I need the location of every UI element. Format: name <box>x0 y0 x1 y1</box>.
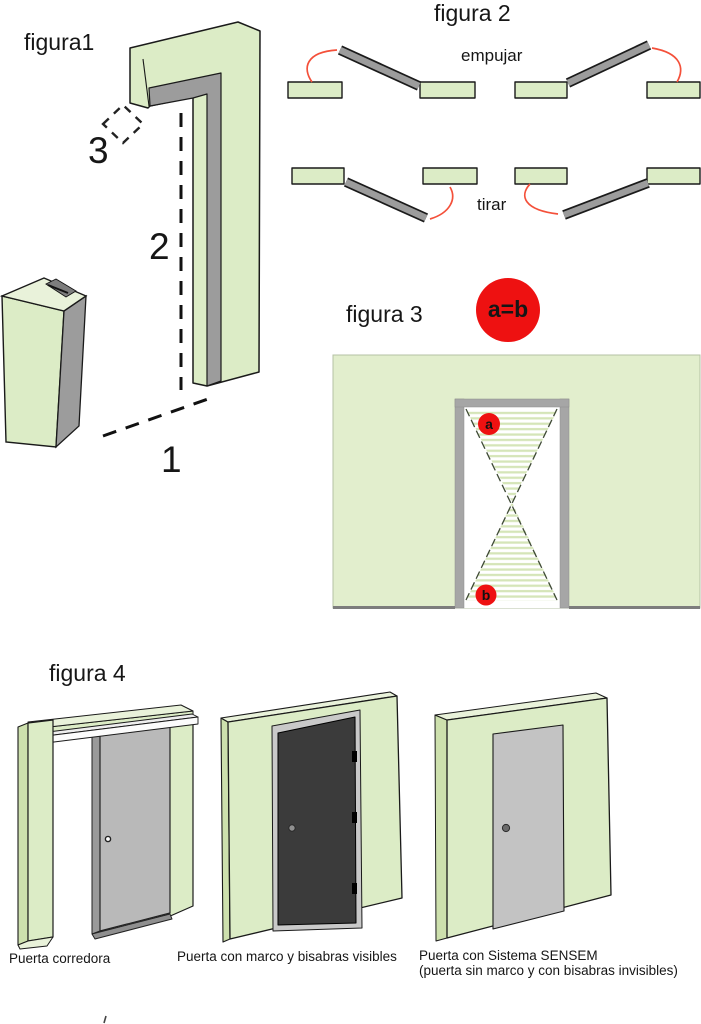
wall-segment <box>287 81 343 99</box>
wall-segment <box>291 167 345 185</box>
wall-segment <box>646 81 701 99</box>
fig3-frame-right-jamb <box>559 398 570 609</box>
fig1-callout-2: 2 <box>149 226 170 267</box>
sliding-left-post-side <box>17 722 29 946</box>
marker-a-label: a <box>485 416 493 432</box>
sensem-door-leaf <box>492 724 565 930</box>
wall-segment <box>514 81 568 99</box>
fig3-gap-diagram <box>332 278 701 609</box>
fig2-title: figura 2 <box>434 0 511 26</box>
frame-section-block <box>0 277 88 449</box>
fig1-callout-3: 3 <box>88 130 109 171</box>
frame-endface-edge <box>142 58 150 107</box>
marker-b-dot <box>475 584 497 606</box>
sliding-left-post-foot <box>17 936 54 950</box>
block-groove <box>45 278 77 298</box>
marker-b-label: b <box>481 587 491 603</box>
sliding-right-post <box>167 721 194 918</box>
fig3-frame-left-jamb <box>454 398 465 609</box>
wall-segment <box>422 167 478 185</box>
stray-mark <box>103 1015 107 1024</box>
fig2-swing-diagrams <box>287 40 701 223</box>
hinge <box>352 751 357 762</box>
block-groove-shadow <box>47 284 69 294</box>
door-leaf-pull-right <box>562 178 650 220</box>
fig3-title: figura 3 <box>346 301 423 327</box>
fig4-sensem-door <box>434 692 612 942</box>
sensem-door-handle <box>501 823 511 833</box>
sliding-door-handle <box>104 835 112 843</box>
block-top-face <box>0 277 88 312</box>
callout-3-dashed-diamond <box>101 103 145 145</box>
caption-sensem-line2: (puerta sin marco y con bisabras invisib… <box>419 963 678 978</box>
wall-segment <box>419 81 476 99</box>
sliding-door-panel <box>99 724 171 932</box>
marker-a-dot <box>478 413 500 435</box>
sliding-door-bottom <box>91 913 173 940</box>
swing-arc <box>651 47 682 83</box>
block-front-face <box>1 295 65 448</box>
framed-door-handle <box>288 824 296 832</box>
caption-sliding-door: Puerta corredora <box>9 951 111 966</box>
frame-rabbet-gray <box>148 72 222 387</box>
swing-arc <box>306 49 338 83</box>
fig1-callout-1: 1 <box>161 439 182 480</box>
hinge <box>352 883 357 894</box>
fig1-frame-illustration <box>0 21 261 449</box>
fig1-title: figura1 <box>24 29 95 55</box>
swing-arc <box>523 183 559 215</box>
caption-sensem-line1: Puerta con Sistema SENSEM <box>419 948 598 963</box>
door-leaf-pull-left <box>343 177 429 223</box>
fig2-push-label: empujar <box>461 46 523 65</box>
frame-body-green <box>129 21 261 387</box>
sliding-door-side <box>91 734 101 935</box>
equality-badge-text: a=b <box>487 296 529 322</box>
fig3-frame-head <box>454 398 570 408</box>
door-leaf-push-left <box>337 45 422 91</box>
wall-segment <box>646 167 701 185</box>
fig4-framed-door <box>220 691 403 943</box>
fig2-pull-label: tirar <box>477 195 507 214</box>
swing-arc <box>429 186 454 220</box>
fig4-sliding-door <box>17 704 199 950</box>
wall-segment <box>514 167 568 185</box>
door-leaf-push-right <box>565 40 652 88</box>
hinge <box>352 812 357 823</box>
caption-framed-door: Puerta con marco y bisabras visibles <box>177 949 397 964</box>
sensem-wall-side <box>434 714 448 942</box>
fig4-title: figura 4 <box>49 660 126 686</box>
framed-door-leaf <box>277 716 357 926</box>
sliding-left-post-front <box>27 719 54 942</box>
callout-1-dashed-line <box>102 397 209 438</box>
equality-badge-circle <box>476 278 540 342</box>
gap-hatch-bottom <box>466 502 558 601</box>
